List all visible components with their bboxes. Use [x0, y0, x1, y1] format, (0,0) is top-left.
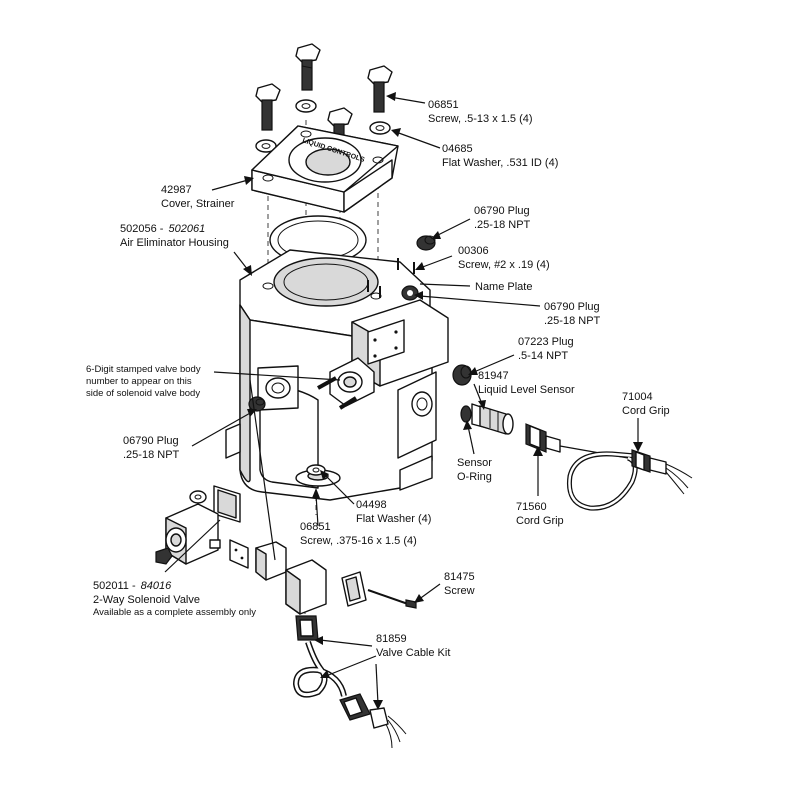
label-stamp-2: number to appear on this [86, 376, 192, 387]
label-sensor-oring-2: O-Ring [457, 471, 492, 483]
label-plug-07223-desc: .5-14 NPT [518, 350, 568, 362]
label-plug-top-num: 06790 Plug [474, 205, 530, 217]
label-housing-num: 502056 - 502061 [120, 223, 205, 235]
label-cable-num: 81859 [376, 633, 407, 645]
label-plug-mid-num: 06790 Plug [544, 301, 600, 313]
label-cover-desc: Cover, Strainer [161, 198, 235, 210]
label-solenoid-num: 502011 - 84016 [93, 580, 172, 592]
sensor-icon [460, 403, 514, 435]
solenoid-coil-icon [165, 503, 221, 565]
label-plug-left-num: 06790 Plug [123, 435, 179, 447]
washer-icon [255, 139, 277, 153]
plug-icon [248, 396, 266, 412]
plug-icon [416, 235, 436, 251]
washer-icon [369, 121, 391, 135]
screw-icon [367, 589, 417, 609]
label-screw-81475-num: 81475 [444, 571, 475, 583]
label-screw2-desc: Screw, #2 x .19 (4) [458, 259, 550, 271]
label-plug-top-desc: .25-18 NPT [474, 219, 531, 231]
label-sensor-num: 81947 [478, 370, 509, 382]
cord-grip-icon [339, 693, 407, 749]
screw-icon [367, 258, 415, 298]
washer-icon [306, 464, 326, 476]
callout-labels: 06851 Screw, .5-13 x 1.5 (4) 04685 Flat … [86, 99, 670, 659]
washer-icon [295, 99, 317, 113]
label-washer-bottom-desc: Flat Washer (4) [356, 513, 431, 525]
label-screw-top-desc: Screw, .5-13 x 1.5 (4) [428, 113, 533, 125]
cord-grip-icon [631, 449, 693, 495]
solenoid-valve-assembly [155, 485, 287, 581]
cable-connector [285, 559, 367, 615]
label-cordgrip-right-desc: Cord Grip [622, 405, 670, 417]
label-solenoid-note: Available as a complete assembly only [93, 607, 256, 618]
label-screw2-num: 00306 [458, 245, 489, 257]
label-screw-top-num: 06851 [428, 99, 459, 111]
label-cordgrip-right-num: 71004 [622, 391, 653, 403]
label-screw-bottom-desc: Screw, .375-16 x 1.5 (4) [300, 535, 417, 547]
label-washer-bottom-num: 04498 [356, 499, 387, 511]
label-stamp-1: 6-Digit stamped valve body [86, 364, 201, 375]
label-plug-07223-num: 07223 Plug [518, 336, 574, 348]
cord-grip-icon [295, 615, 319, 641]
screw-icon [367, 65, 393, 113]
label-screw-bottom-num: 06851 [300, 521, 331, 533]
cord-grip-icon [525, 423, 561, 453]
cable-coil-icon [292, 641, 347, 698]
label-stamp-3: side of solenoid valve body [86, 388, 200, 399]
screw-icon [338, 396, 358, 410]
strainer-cover: LIQUID CONTROLS [251, 125, 399, 213]
label-solenoid-desc: 2-Way Solenoid Valve [93, 594, 200, 606]
cable-coil-icon [559, 445, 638, 511]
label-cable-desc: Valve Cable Kit [376, 647, 450, 659]
label-sensor-oring-1: Sensor [457, 457, 492, 469]
label-cordgrip-mid-num: 71560 [516, 501, 547, 513]
label-nameplate: Name Plate [475, 281, 532, 293]
plug-icon [401, 285, 419, 301]
label-plug-left-desc: .25-18 NPT [123, 449, 180, 461]
label-housing-desc: Air Eliminator Housing [120, 237, 229, 249]
screw-icon [255, 83, 281, 131]
label-cover-num: 42987 [161, 184, 192, 196]
air-eliminator-housing [225, 249, 449, 501]
label-sensor-desc: Liquid Level Sensor [478, 384, 575, 396]
label-screw-81475-desc: Screw [444, 585, 475, 597]
screw-icon [295, 43, 321, 91]
label-plug-mid-desc: .25-18 NPT [544, 315, 601, 327]
label-cordgrip-mid-desc: Cord Grip [516, 515, 564, 527]
label-washer-top-num: 04685 [442, 143, 473, 155]
leader-lines [164, 92, 643, 710]
solenoid-mount [329, 357, 375, 407]
label-washer-top-desc: Flat Washer, .531 ID (4) [442, 157, 558, 169]
